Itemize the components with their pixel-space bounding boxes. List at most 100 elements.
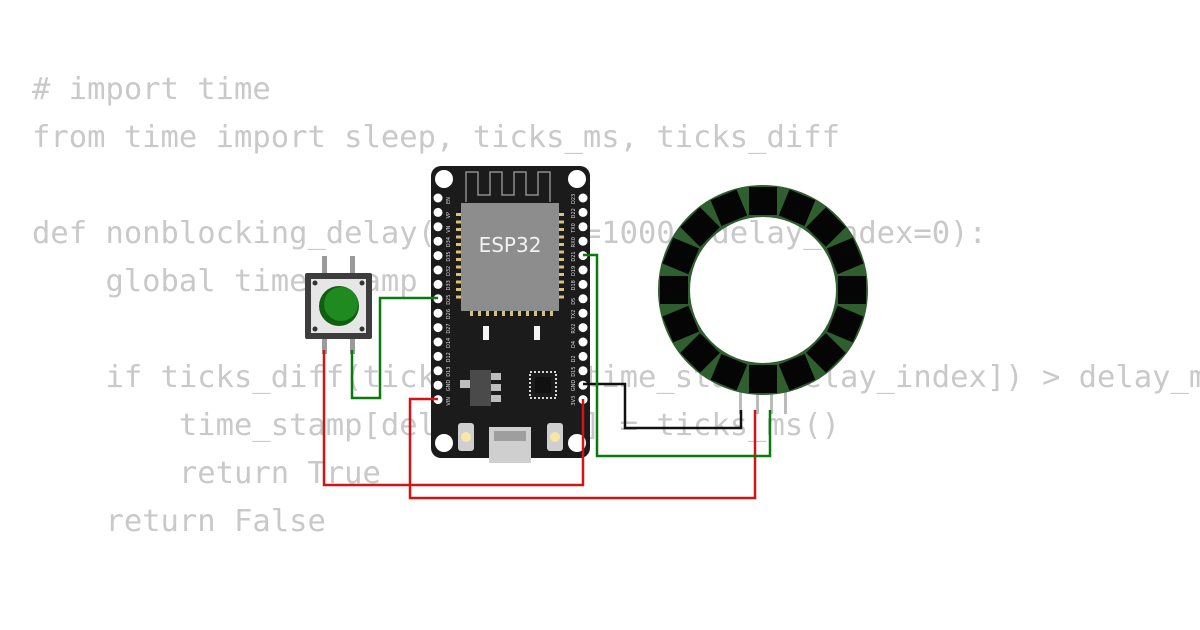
chip-pad: [494, 310, 497, 316]
neopixel-led: [778, 189, 816, 227]
button-lead-top-left: [322, 256, 327, 276]
pin-d27[interactable]: [433, 323, 443, 333]
chip-pad: [510, 310, 513, 316]
button-lead-bottom-left: [322, 336, 327, 354]
neopixel-led: [838, 276, 866, 304]
pin-vp[interactable]: [433, 207, 443, 217]
pin-en[interactable]: [433, 193, 443, 203]
chip-pad: [558, 235, 564, 239]
regulator-tab: [491, 395, 501, 402]
button-corner-dot: [359, 280, 365, 286]
pin-label: VN: [446, 225, 452, 232]
smd-capacitor: [534, 326, 540, 340]
ring-pin: [770, 390, 773, 414]
pin-d34[interactable]: [433, 236, 443, 246]
usb-uart-chip-core: [535, 377, 551, 393]
pin-gnd[interactable]: [433, 380, 443, 390]
pin-rx0[interactable]: [578, 236, 588, 246]
pin-label: D15: [571, 367, 577, 377]
pin-label: D12: [446, 352, 452, 362]
pin-label: D13: [446, 367, 452, 377]
antenna-trace: [465, 171, 551, 202]
chip-pad: [558, 288, 564, 291]
pin-label: RX0: [571, 237, 577, 247]
pushbutton[interactable]: [305, 256, 372, 354]
ring-pin: [784, 390, 787, 414]
pin-d22[interactable]: [578, 207, 588, 217]
ring-pin: [739, 390, 742, 414]
pin-rx2[interactable]: [578, 323, 588, 333]
pin-d18[interactable]: [578, 279, 588, 289]
pin-d33[interactable]: [433, 279, 443, 289]
pin-d5[interactable]: [578, 294, 588, 304]
pin-d26[interactable]: [433, 308, 443, 318]
pin-label: TX2: [571, 310, 577, 321]
pin-d4[interactable]: [578, 337, 588, 347]
chip-pad: [456, 243, 462, 246]
pin-label: GND: [446, 380, 452, 392]
chip-pad: [486, 310, 489, 316]
neopixel-ring: [658, 185, 868, 414]
pin-label: D4: [571, 341, 577, 348]
neopixel-led: [710, 189, 748, 227]
pin-label: D33: [446, 280, 452, 290]
pin-tx2[interactable]: [578, 308, 588, 318]
chip-pad: [456, 295, 462, 299]
pin-d23[interactable]: [578, 193, 588, 203]
pin-label: D25: [446, 295, 452, 305]
pin-label: GND: [571, 380, 577, 392]
pin-label: D23: [571, 194, 577, 204]
en-button[interactable]: [458, 423, 474, 451]
chip-pad: [550, 310, 553, 316]
pin-label: D32: [446, 266, 452, 276]
pin-label: D34: [446, 237, 452, 247]
pin-label: D26: [446, 309, 452, 319]
wire-button-signal[interactable]: [350, 296, 438, 400]
voltage-regulator: [470, 370, 491, 406]
neopixel-led: [749, 187, 777, 215]
pin-label: D2: [571, 355, 577, 362]
chip-pad: [558, 273, 564, 276]
pin-label: VP: [446, 212, 452, 218]
pin-d15[interactable]: [578, 366, 588, 376]
pin-d19[interactable]: [578, 265, 588, 275]
chip-pads: [456, 213, 564, 316]
ring-pin: [756, 390, 759, 414]
chip-pad: [558, 265, 564, 269]
pin-label: RX2: [571, 324, 577, 334]
chip-pad: [558, 258, 564, 261]
esp32-board: ESP32 ENVPVND34D35D32D33D25D26D27D14D12D…: [431, 166, 590, 463]
code-line: return False: [32, 504, 326, 539]
code-line: from time import sleep, ticks_ms, ticks_…: [32, 120, 840, 155]
pin-d32[interactable]: [433, 265, 443, 275]
neopixel-led: [749, 365, 777, 393]
boot-button[interactable]: [547, 423, 563, 451]
code-line: # import time: [32, 72, 271, 107]
button-cap[interactable]: [324, 287, 358, 321]
neopixel-led: [680, 333, 720, 373]
pin-vn[interactable]: [433, 222, 443, 232]
chip-pad: [534, 310, 537, 316]
pin-d35[interactable]: [433, 251, 443, 261]
pin-label: 3V3: [571, 396, 577, 406]
neopixel-led: [778, 353, 816, 391]
usb-port[interactable]: [489, 427, 531, 463]
pin-d12[interactable]: [433, 351, 443, 361]
chip-pad: [558, 295, 564, 299]
chip-pad: [502, 310, 505, 316]
pin-label: D22: [571, 208, 577, 218]
wire-ring-data[interactable]: [583, 253, 772, 458]
wire-ring-gnd[interactable]: [583, 382, 743, 430]
pin-d13[interactable]: [433, 366, 443, 376]
pin-d14[interactable]: [433, 337, 443, 347]
chip-pad: [456, 258, 462, 261]
wire-button-3v3[interactable]: [322, 350, 585, 487]
chip-pad: [456, 228, 462, 231]
wire-ring-vin[interactable]: [408, 397, 757, 500]
pin-tx0[interactable]: [578, 222, 588, 232]
pin-label: TX0: [571, 223, 577, 234]
pin-d2[interactable]: [578, 351, 588, 361]
chip-pad: [456, 220, 462, 224]
neopixel-led: [680, 207, 720, 247]
